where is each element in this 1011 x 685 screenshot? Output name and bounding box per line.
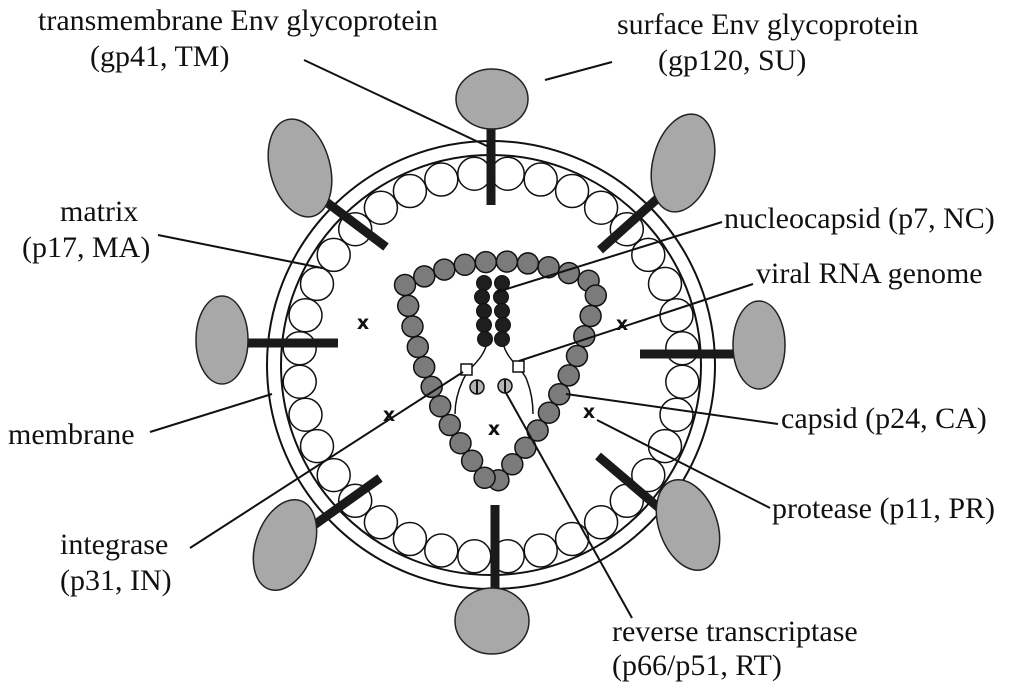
rna-strand-right (503, 343, 533, 414)
pointer-viral-rna-genome (519, 284, 753, 361)
capsid-protein-circle (580, 306, 601, 327)
capsid-protein-circle (450, 433, 471, 454)
matrix-protein-circle (649, 430, 682, 463)
nucleocapsid-protein-circle (495, 304, 510, 319)
nucleocapsid-protein-circle (477, 276, 492, 291)
capsid-protein-circle (558, 365, 579, 386)
label-transmembrane-env-line1: transmembrane Env glycoprotein (38, 4, 438, 37)
matrix-protein-circle (393, 523, 426, 556)
protease-marker: x (583, 401, 595, 423)
label-viral-rna-genome: viral RNA genome (756, 257, 983, 290)
matrix-protein-circle (393, 175, 426, 208)
capsid-protein-circle (454, 254, 475, 275)
label-reverse-transcriptase-line1: reverse transcriptase (612, 615, 858, 648)
matrix-protein-circle (666, 365, 699, 398)
protease-marker: x (383, 404, 395, 426)
matrix-protein-circle (524, 163, 557, 196)
label-surface-env-line1: surface Env glycoprotein (617, 8, 919, 41)
nucleocapsid-protein-circle (495, 332, 510, 347)
integrase-proteins (461, 361, 524, 375)
matrix-protein-circle (289, 299, 322, 332)
matrix-protein-circle (364, 191, 397, 224)
label-membrane: membrane (8, 418, 135, 451)
matrix-protein-circle (585, 506, 618, 539)
viral-rna-genome (455, 343, 533, 414)
capsid-protein-circle (402, 316, 423, 337)
label-matrix-line1: matrix (60, 195, 138, 228)
label-capsid: capsid (p24, CA) (781, 402, 987, 435)
matrix-protein-circle (425, 163, 458, 196)
matrix-protein-circle (556, 175, 589, 208)
label-protease: protease (p11, PR) (772, 492, 995, 525)
reverse-transcriptase-proteins (470, 379, 512, 394)
nucleocapsid-protein-circle (475, 290, 490, 305)
matrix-protein-circle (283, 365, 316, 398)
pointer-surface-env (545, 62, 612, 80)
matrix-protein-circle (666, 332, 699, 365)
matrix-protein-circle (301, 267, 334, 300)
label-reverse-transcriptase-line2: (p66/p51, RT) (612, 649, 782, 682)
matrix-protein-circle (632, 238, 665, 271)
integrase-square (513, 361, 524, 372)
label-integrase-line1: integrase (60, 528, 168, 561)
matrix-protein-circle (660, 398, 693, 431)
nucleocapsid-protein-layer (475, 276, 511, 347)
capsid-protein-circle (558, 263, 579, 284)
capsid-protein-circle (439, 415, 460, 436)
capsid-protein-circle (414, 357, 435, 378)
label-integrase-line2: (p31, IN) (60, 564, 172, 597)
matrix-protein-circle (317, 238, 350, 271)
matrix-protein-circle (458, 157, 491, 190)
matrix-protein-circle (425, 534, 458, 567)
capsid-protein-circle (407, 337, 428, 358)
capsid-protein-circle (517, 253, 538, 274)
nucleocapsid-protein-circle (496, 318, 511, 333)
matrix-protein-circle (458, 540, 491, 573)
matrix-protein-circle (556, 523, 589, 556)
protease-marker: x (357, 312, 369, 334)
pointer-membrane (150, 394, 272, 432)
matrix-protein-circle (660, 299, 693, 332)
nucleocapsid-protein-circle (477, 304, 492, 319)
label-nucleocapsid: nucleocapsid (p7, NC) (724, 202, 995, 235)
su-knob-left (196, 296, 248, 384)
su-knob-bottom (455, 588, 529, 654)
capsid-protein-circle (585, 285, 606, 306)
label-transmembrane-env-line2: (gp41, TM) (90, 40, 229, 73)
matrix-protein-circle (585, 191, 618, 224)
capsid-protein-circle (398, 295, 419, 316)
label-surface-env-line2: (gp120, SU) (658, 44, 806, 77)
su-knob-right (733, 301, 785, 389)
matrix-protein-circle (289, 398, 322, 431)
capsid-protein-circle (414, 266, 435, 287)
matrix-protein-circle (524, 534, 557, 567)
capsid-protein-circle (496, 251, 517, 272)
nucleocapsid-protein-circle (478, 332, 493, 347)
capsid-protein-circle (475, 252, 496, 273)
capsid-protein-circle (434, 259, 455, 280)
su-knob-top (456, 69, 528, 129)
matrix-protein-circle (364, 506, 397, 539)
nucleocapsid-protein-circle (477, 318, 492, 333)
rna-strand-left (455, 343, 487, 414)
matrix-protein-circle (649, 267, 682, 300)
capsid-protein-circle (395, 275, 416, 296)
protease-marker: x (616, 313, 628, 335)
matrix-protein-circle (491, 157, 524, 190)
matrix-protein-circle (283, 332, 316, 365)
capsid-protein-circle (567, 346, 588, 367)
protease-marker: x (488, 418, 500, 440)
label-matrix-line2: (p17, MA) (22, 231, 150, 264)
capsid-protein-circle (430, 396, 451, 417)
